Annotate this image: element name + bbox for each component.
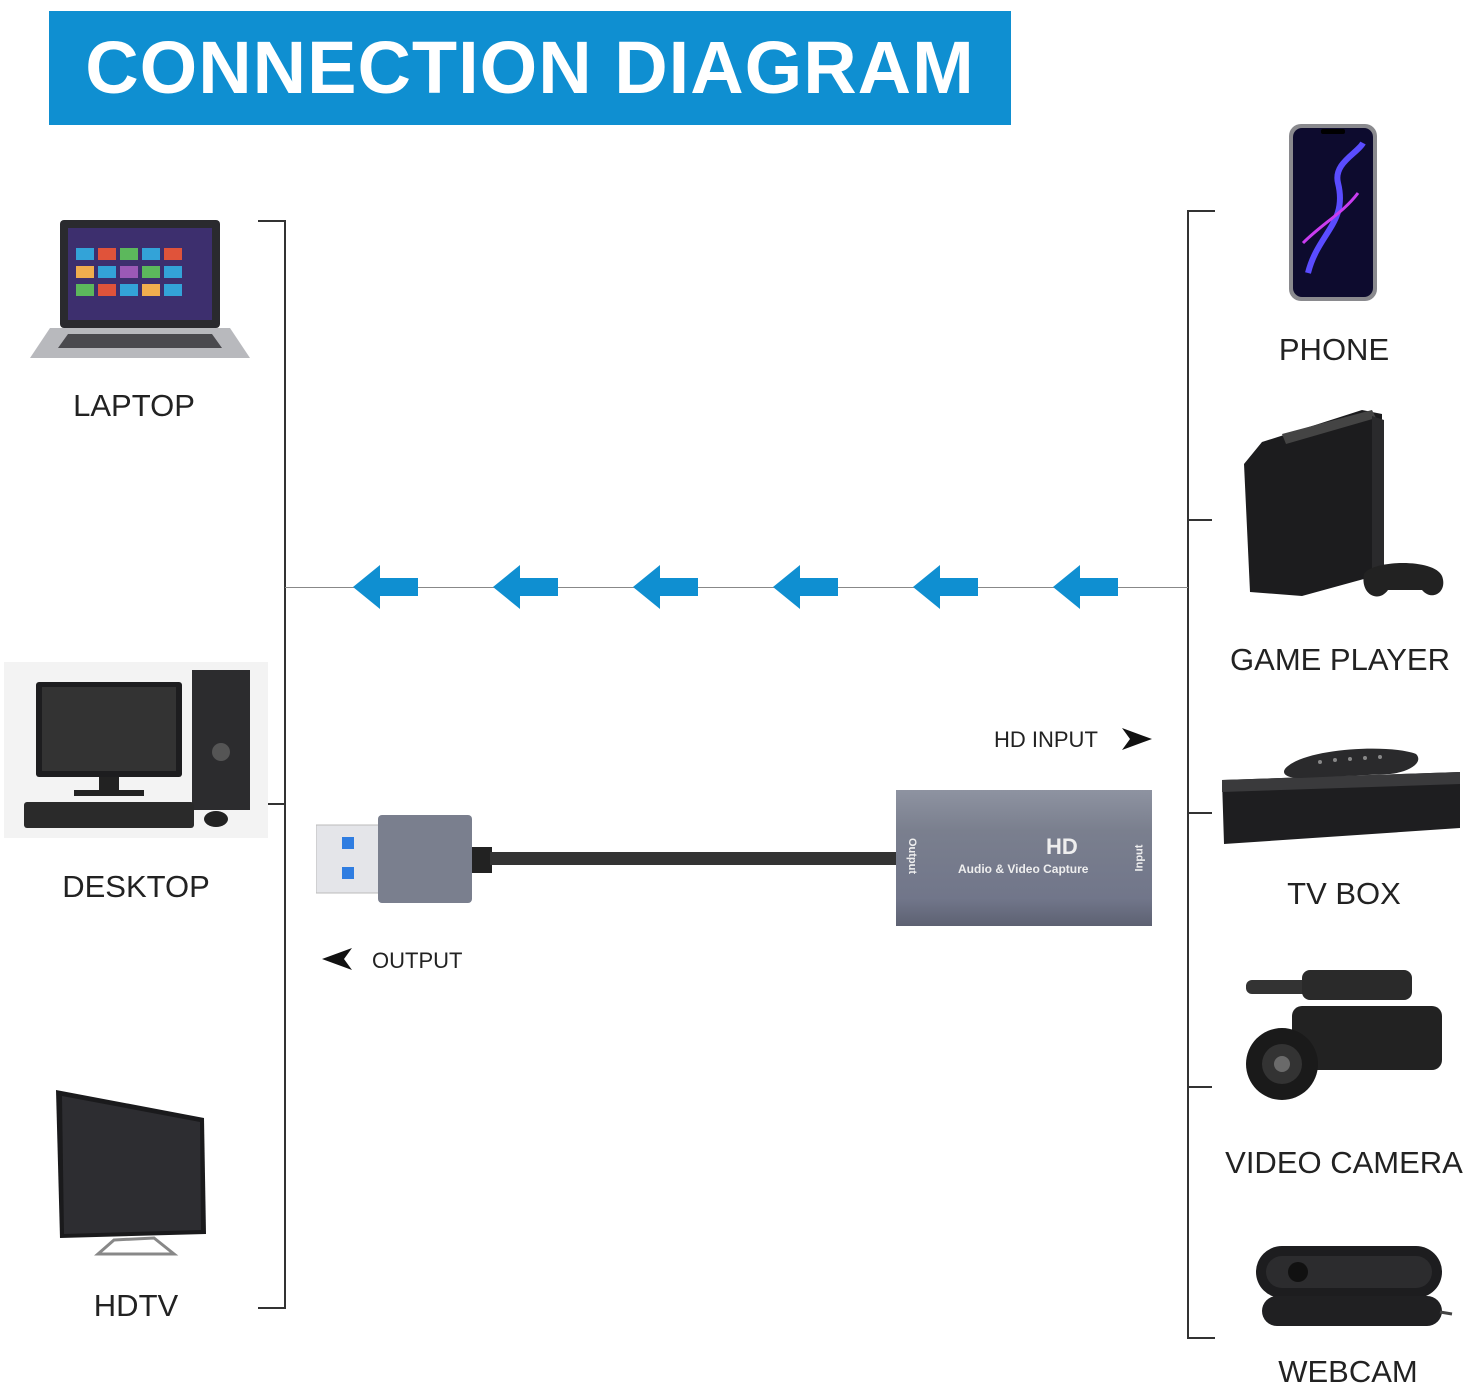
capture-brand-mark: HD [1046, 834, 1078, 859]
left-bracket-vertical [284, 220, 286, 1309]
left-bracket-tick [258, 220, 285, 222]
left-bracket-tick [258, 1307, 285, 1309]
usb-cable [490, 852, 898, 865]
signal-arrows [353, 565, 1118, 609]
output-label: OUTPUT [372, 948, 463, 973]
arrow-left-icon [1053, 565, 1118, 609]
device-label-phone: PHONE [1278, 332, 1390, 367]
device-label-webcam: WEBCAM [1278, 1354, 1418, 1388]
right-bracket-vertical [1187, 210, 1189, 1339]
arrow-right-icon [1122, 728, 1152, 750]
device-label-tv-box: TV BOX [1287, 876, 1401, 911]
right-bracket-tick [1188, 210, 1215, 212]
right-bracket-tick [1188, 812, 1212, 814]
game-console-icon [1244, 410, 1444, 597]
tv-box-icon [1222, 748, 1460, 844]
phone-icon [1289, 124, 1377, 301]
desktop-icon [4, 662, 268, 838]
arrow-left-icon [353, 565, 418, 609]
device-label-desktop: DESKTOP [62, 869, 210, 904]
device-label-video-camera: VIDEO CAMERA [1225, 1145, 1463, 1180]
right-bracket-tick [1188, 519, 1212, 521]
device-label-game-player: GAME PLAYER [1230, 642, 1450, 677]
webcam-icon [1256, 1246, 1453, 1326]
device-label-laptop: LAPTOP [73, 388, 195, 423]
capture-device-name: Audio & Video Capture [958, 862, 1089, 876]
arrow-left-icon [633, 565, 698, 609]
tv-icon [56, 1090, 206, 1256]
hd-input-label: HD INPUT [994, 727, 1098, 752]
input-port-label: Input [1133, 844, 1146, 872]
arrow-left-icon [493, 565, 558, 609]
video-camera-icon [1246, 970, 1442, 1100]
left-bracket-tick [260, 803, 285, 805]
capture-device-body: HD Audio & Video Capture Output Input [896, 790, 1152, 926]
page-title: CONNECTION DIAGRAM [85, 26, 975, 109]
arrow-left-icon [913, 565, 978, 609]
device-label-hdtv: HDTV [93, 1288, 179, 1323]
signal-line [285, 587, 1188, 588]
usb-plug-icon [316, 815, 492, 903]
title-banner: CONNECTION DIAGRAM [49, 11, 1011, 125]
arrow-left-small-icon [322, 948, 352, 970]
output-port-label: Output [906, 837, 919, 875]
right-bracket-tick [1188, 1086, 1212, 1088]
arrow-left-icon [773, 565, 838, 609]
laptop-icon [30, 220, 250, 358]
right-bracket-tick [1188, 1337, 1215, 1339]
